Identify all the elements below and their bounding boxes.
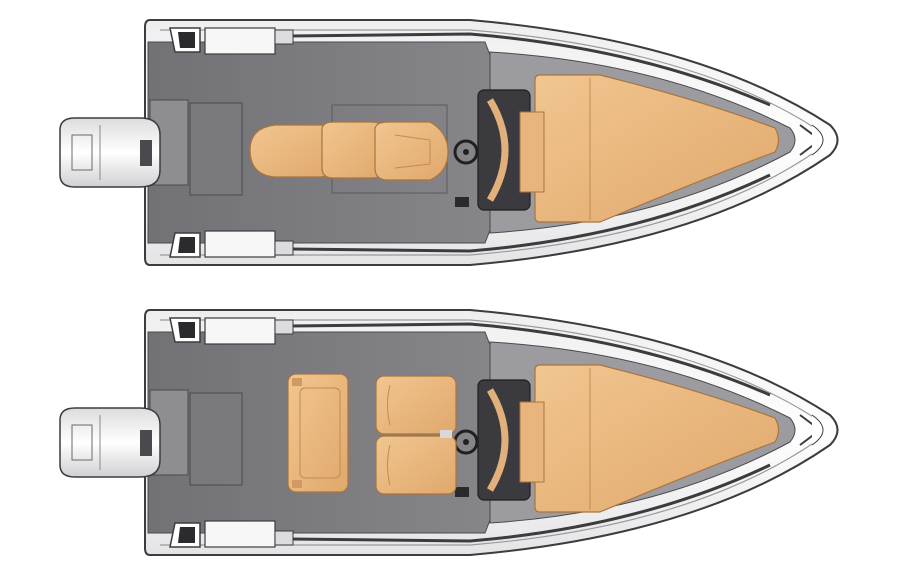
- aft-bench-seat: [287, 373, 349, 493]
- jockey-seat-row: [249, 121, 449, 181]
- boat-layout-bottom: [60, 310, 838, 555]
- seat-forward-starboard: [375, 435, 457, 495]
- boat-layout-top: [60, 20, 838, 265]
- hull-top: [60, 20, 838, 265]
- forward-seat-pair: [375, 375, 457, 495]
- seat-forward-port: [375, 375, 457, 435]
- jockey-seat-3: [374, 121, 449, 181]
